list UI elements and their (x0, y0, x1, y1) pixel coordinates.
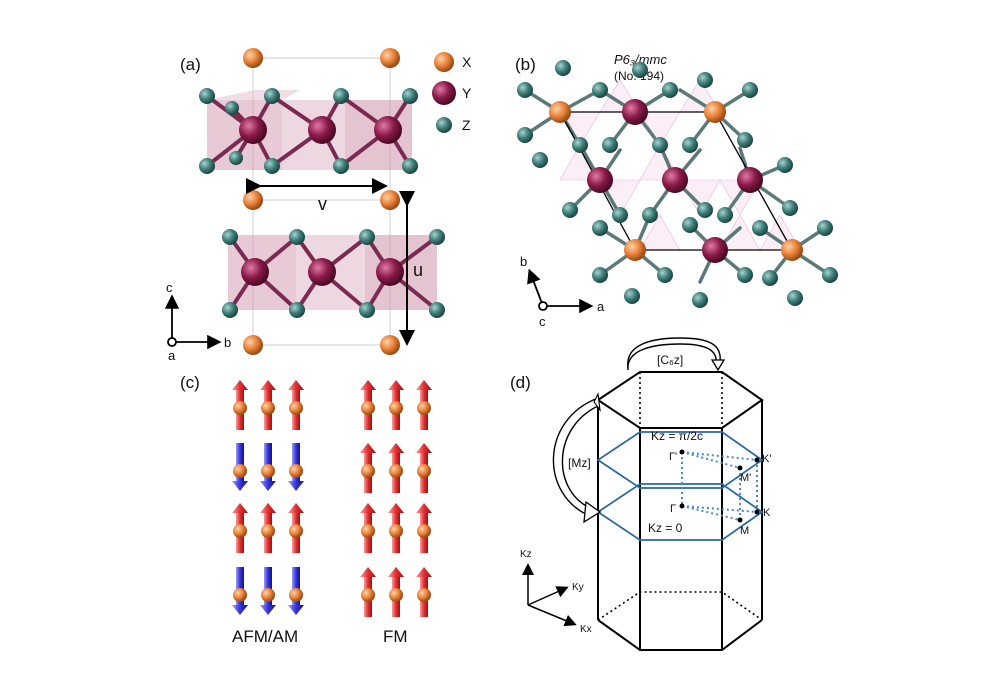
fm-spin-3-2 (416, 567, 432, 617)
kz-zero-label: Kz = 0 (648, 521, 683, 535)
prism-top-face (596, 371, 764, 429)
panel-a-structure: v u c a b (164, 48, 445, 363)
fm-spin-3-1 (388, 567, 404, 617)
c6z-label: [C₆z] (657, 353, 683, 367)
mz-label: [Mz] (568, 456, 591, 470)
afm-spin-0-1 (260, 380, 276, 430)
legend-label-y: Y (462, 85, 472, 101)
z-atoms-upper (199, 88, 418, 174)
x-atoms-b (549, 101, 803, 261)
afm-spin-3-2 (288, 567, 304, 615)
mz-mirror-arrow (552, 392, 602, 524)
fm-spin-0-2 (416, 380, 432, 430)
afm-spin-1-0 (232, 443, 248, 491)
fm-spin-3-0 (360, 567, 376, 617)
atom-legend: X Y Z (432, 52, 472, 133)
panel-label-c: (c) (180, 373, 200, 392)
axis-b-label-b: b (520, 254, 527, 269)
axis-ky-label: Ky (572, 582, 584, 593)
plane-kz-pi (596, 431, 764, 489)
legend-label-z: Z (462, 117, 471, 133)
gamma-prime-label: Γ' (669, 451, 677, 463)
k-prime-label: K' (762, 453, 771, 465)
z-atoms-b (517, 60, 838, 308)
kz-pi-label: Kz = π/2c (651, 429, 703, 443)
panel-b-structure: P6₃/mmc (No. 194) (517, 52, 838, 329)
panel-c-spin-configurations (232, 380, 432, 617)
panel-d-brillouin-zone: Kz = π/2c Kz = 0 Γ' Γ K' M' K M [C₆z] [M… (520, 337, 771, 651)
axes-d (522, 563, 577, 627)
k-label: K (763, 507, 771, 519)
y-atoms-lower (241, 258, 404, 286)
axis-a-label-b: a (597, 299, 605, 314)
axis-a-label: a (168, 348, 176, 363)
axis-kz-label: Kz (520, 549, 532, 560)
fm-spin-1-0 (360, 443, 376, 493)
fm-spin-2-1 (388, 503, 404, 553)
m-label: M (740, 525, 749, 537)
y-atoms-upper (239, 116, 402, 144)
fm-spin-1-1 (388, 443, 404, 493)
space-group-label: P6₃/mmc (614, 52, 667, 67)
panel-label-b: (b) (515, 55, 536, 74)
axes-b (527, 268, 594, 314)
x-atoms (243, 48, 400, 355)
afm-spin-0-0 (232, 380, 248, 430)
z-atoms-lower (222, 229, 445, 318)
fm-spin-0-0 (360, 380, 376, 430)
axis-c-label-b: c (539, 314, 546, 329)
y-atoms-b (587, 99, 763, 263)
axis-c-label: c (166, 280, 173, 295)
legend-label-x: X (462, 54, 472, 70)
afm-spin-2-0 (232, 503, 248, 553)
axis-kx-label: Kx (580, 624, 592, 635)
fm-spin-2-2 (416, 503, 432, 553)
fm-spin-0-1 (388, 380, 404, 430)
axis-b-label: b (224, 335, 231, 350)
u-label: u (413, 260, 423, 280)
afm-spin-3-0 (232, 567, 248, 615)
fm-label: FM (383, 627, 408, 646)
afm-am-label: AFM/AM (232, 627, 298, 646)
gamma-label: Γ (670, 503, 676, 515)
v-label: v (318, 194, 327, 214)
plane-kz-0 (596, 483, 764, 541)
m-prime-label: M' (740, 472, 751, 484)
panel-label-a: (a) (180, 55, 201, 74)
axes-a (164, 294, 222, 350)
afm-spin-0-2 (288, 380, 304, 430)
afm-spin-2-2 (288, 503, 304, 553)
c6z-rotation-arrow (627, 337, 726, 372)
panel-label-d: (d) (510, 373, 531, 392)
afm-spin-2-1 (260, 503, 276, 553)
afm-spin-1-2 (288, 443, 304, 491)
fm-spin-2-0 (360, 503, 376, 553)
afm-spin-1-1 (260, 443, 276, 491)
afm-spin-3-1 (260, 567, 276, 615)
fm-spin-1-2 (416, 443, 432, 493)
